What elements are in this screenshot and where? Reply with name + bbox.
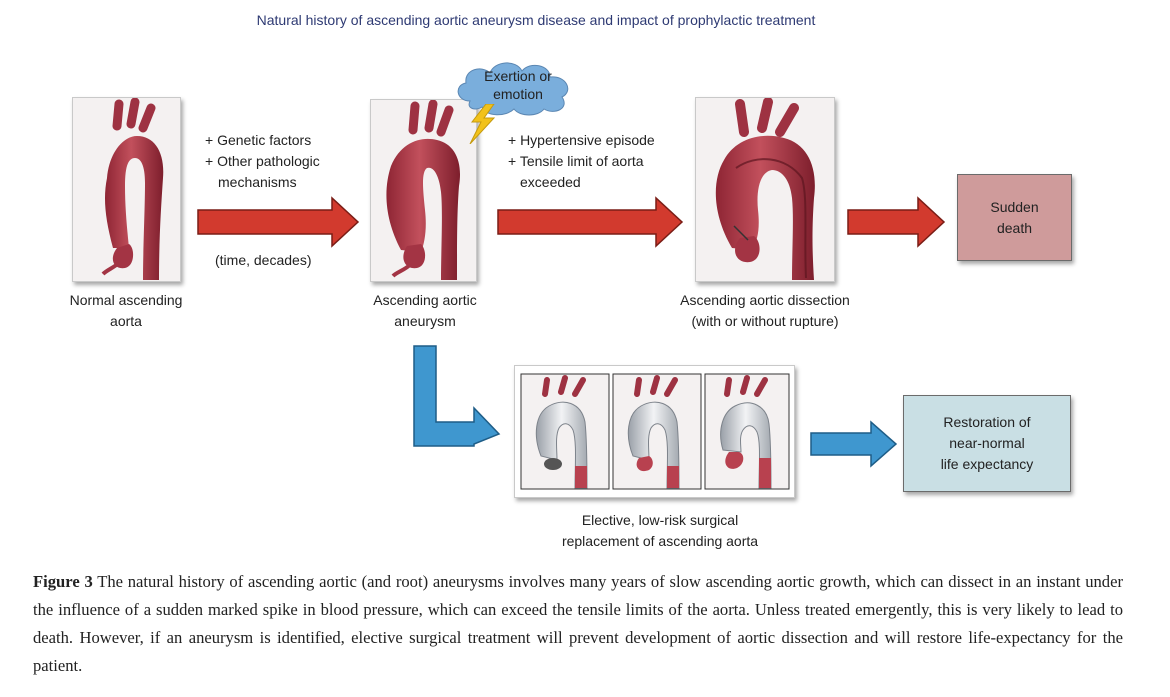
aorta-normal-illustration: [73, 98, 180, 281]
cloud-icon: [457, 62, 569, 116]
surgery-panel: [514, 365, 795, 498]
aneurysm-label: Ascending aortic aneurysm: [373, 292, 477, 329]
dissection-card: [695, 97, 835, 282]
aorta-aneurysm-illustration: [371, 100, 476, 281]
figure-caption: Figure 3 The natural history of ascendin…: [33, 568, 1123, 680]
factor-hypertensive: + Hypertensive episode: [508, 132, 655, 148]
factor-genetic: + Genetic factors: [205, 132, 312, 148]
aorta-graft-illustration: [515, 366, 794, 497]
restoration-box: Restoration of near-normal life expectan…: [903, 395, 1071, 492]
factor-exceeded: exceeded: [520, 174, 581, 190]
dissection-label: Ascending aortic dissection (with or wit…: [680, 292, 850, 329]
sudden-death-box: Sudden death: [957, 174, 1072, 261]
normal-aorta-label: Normal ascending aorta: [69, 292, 183, 329]
red-arrow-2: [497, 196, 684, 248]
caption-text: The natural history of ascending aortic …: [33, 572, 1123, 675]
surgery-label: Elective, low-risk surgical replacement …: [561, 512, 759, 549]
trigger-cloud-text: Exertion or emotion: [484, 68, 552, 102]
figure-label: Figure 3: [33, 572, 93, 591]
factor-other: + Other pathologic: [205, 153, 320, 169]
transition2-factors: + Hypertensive episode + Tensile limit o…: [508, 130, 678, 193]
normal-aorta-card: [72, 97, 181, 282]
aneurysm-card: [370, 99, 477, 282]
factor-mechanisms: mechanisms: [218, 174, 297, 190]
red-arrow-3: [847, 196, 946, 248]
red-arrow-1: [197, 196, 360, 248]
figure-title: Natural history of ascending aortic aneu…: [256, 12, 816, 28]
aorta-dissection-illustration: [696, 98, 834, 281]
transition1-factors: + Genetic factors + Other pathologic mec…: [205, 130, 355, 193]
timeframe-label: (time, decades): [215, 252, 312, 268]
blue-arrow-down-right: [413, 345, 501, 447]
lightning-icon: [469, 104, 496, 144]
blue-arrow-right: [810, 420, 898, 468]
factor-tensile: + Tensile limit of aorta: [508, 153, 644, 169]
